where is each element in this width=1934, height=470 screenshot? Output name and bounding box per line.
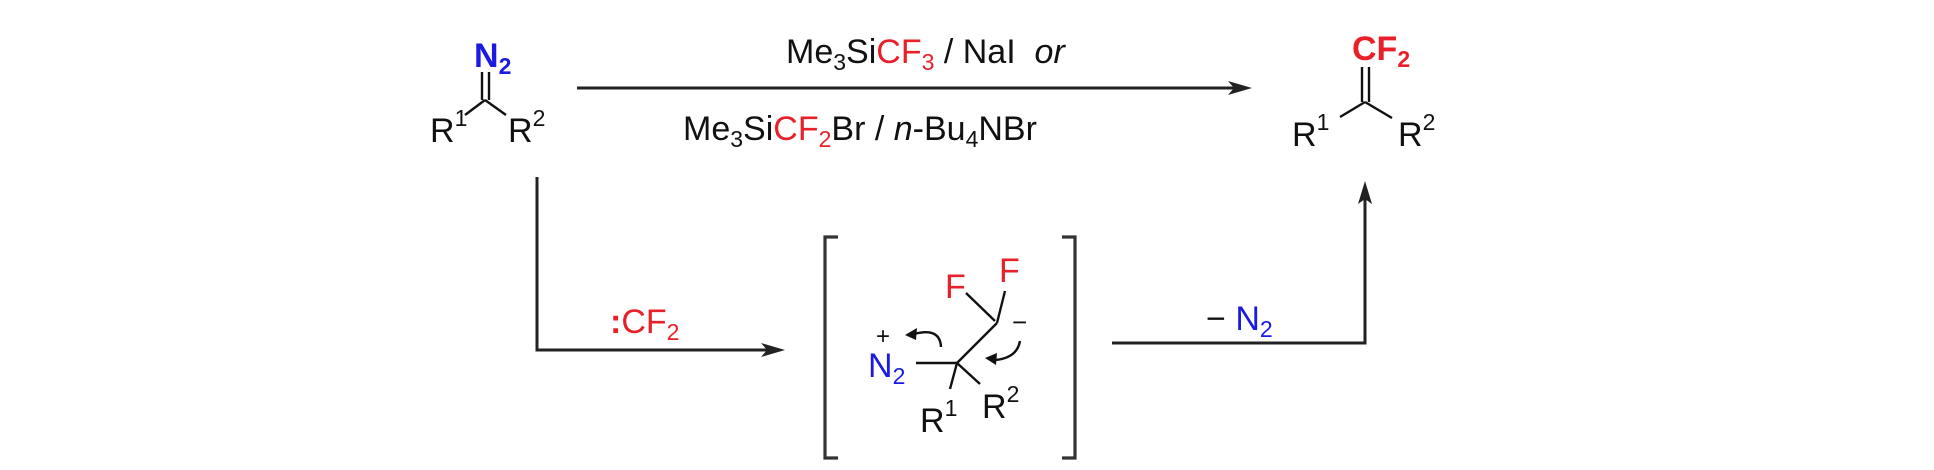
intermediate-structure: F F − + N2 R1 R2 [868, 252, 1027, 440]
difluoroalkene-product: CF2 R1 R2 [1292, 30, 1435, 154]
reactant-n2: N2 [474, 37, 511, 79]
fluorine-2: F [999, 252, 1020, 290]
conditions-line-2: Me3SiCF2Br / n-Bu4NBr [683, 110, 1037, 152]
intermediate-r2: R2 [982, 381, 1019, 426]
product-r1: R1 [1292, 109, 1329, 154]
diazo-reactant: N2 R1 R2 [430, 37, 545, 150]
reactant-r1: R1 [430, 105, 467, 150]
arrow-head-icon [905, 328, 917, 340]
diazonium-n2: N2 [868, 347, 905, 389]
arrow-head-icon [985, 353, 997, 365]
curved-arrow-icon [913, 330, 943, 348]
minus-charge: − [1012, 307, 1027, 337]
bond-cf1 [965, 292, 996, 322]
bond-r1 [1339, 100, 1366, 119]
arrow-head-icon [1228, 81, 1252, 95]
carbene-arrow [535, 177, 770, 352]
loss-n2-label: − N2 [1206, 300, 1273, 342]
fluorine-1: F [945, 268, 966, 306]
right-bracket [1062, 235, 1077, 460]
product-r2: R2 [1398, 109, 1435, 154]
plus-charge: + [876, 323, 890, 350]
bond-r1 [948, 362, 959, 390]
bond-r2 [484, 99, 507, 116]
arrow-head-icon [761, 343, 785, 357]
bond-cc [956, 322, 998, 364]
bond-r2 [956, 362, 981, 385]
arrow-head-icon [1358, 181, 1372, 204]
curved-arrow-icon [994, 340, 1022, 362]
reactant-r2: R2 [508, 105, 545, 150]
intermediate-r1: R1 [920, 395, 957, 440]
bond-cf2 [995, 290, 1007, 324]
loss-n2-arrow [1112, 196, 1367, 345]
conditions-line-1: Me3SiCF3 / NaI or [786, 33, 1066, 75]
product-cf2: CF2 [1352, 30, 1410, 72]
left-bracket [823, 235, 838, 460]
bond-r2 [1364, 100, 1393, 120]
bond-r1 [464, 99, 486, 116]
carbene-label: :CF2 [610, 303, 679, 345]
